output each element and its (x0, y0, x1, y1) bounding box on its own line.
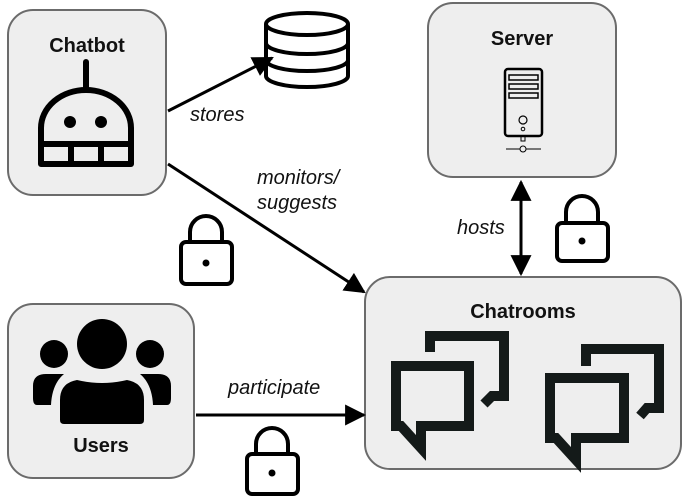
users-title: Users (73, 435, 129, 457)
database-icon (264, 11, 350, 89)
edge-label-participate: participate (228, 377, 321, 399)
edge-monitors-arrow (167, 162, 366, 294)
users-group-icon (33, 319, 171, 424)
robot-icon (38, 59, 134, 167)
server-tower-icon (503, 67, 544, 153)
edge-label-stores: stores (190, 104, 245, 126)
edge-label-monitors-line2: suggests (257, 192, 338, 214)
chatbot-title: Chatbot (49, 35, 125, 57)
lock-icon-monitors (179, 214, 234, 286)
edge-label-hosts: hosts (457, 217, 505, 239)
lock-icon-hosts (555, 194, 610, 263)
edge-stores-arrow (167, 56, 274, 113)
chat-bubbles-icon (391, 331, 664, 473)
lock-icon-participate (245, 426, 300, 496)
edge-label-monitors-line1: monitors/ (257, 167, 340, 189)
server-title: Server (490, 28, 554, 50)
chatrooms-title: Chatrooms (470, 301, 576, 323)
